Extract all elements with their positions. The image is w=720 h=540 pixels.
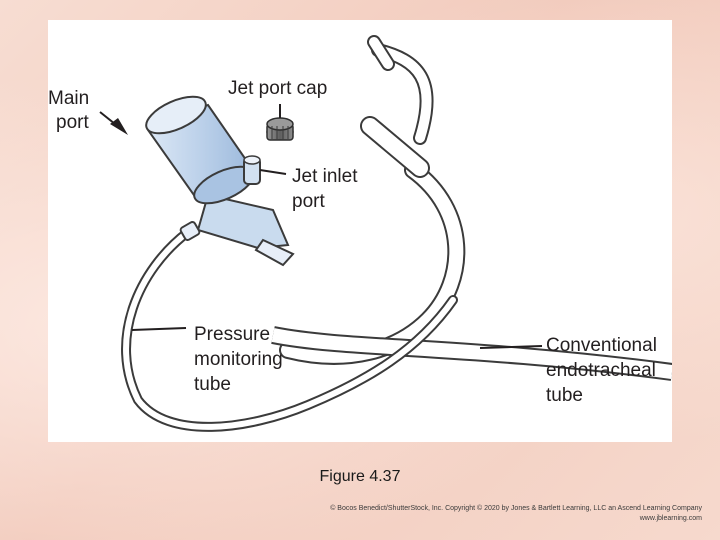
main-port-label-line1: Main (48, 88, 89, 109)
copyright-notice: © Bocos Benedict/ShutterStock, Inc. Copy… (182, 504, 702, 524)
figure-caption: Figure 4.37 (319, 468, 401, 485)
pressure-label-line1: Pressure (194, 324, 270, 345)
jet-inlet-port-label-line1: Jet inlet (292, 166, 358, 187)
jet-adapter (145, 95, 295, 267)
publisher-url: www.jblearning.com (639, 515, 702, 522)
main-port (145, 95, 255, 205)
pressure-leader (131, 327, 187, 331)
jet-line-tube (367, 35, 434, 145)
figure-panel: Main port Jet port cap Jet inlet port Pr… (48, 20, 672, 442)
jet-port-cap-label: Jet port cap (228, 78, 327, 99)
conventional-endotracheal-tube (271, 116, 672, 381)
pressure-label-line2: monitoring (194, 349, 283, 370)
main-port-arrowhead (110, 118, 128, 135)
jet-inlet-port (243, 155, 261, 185)
jet-inlet-leader (259, 169, 287, 175)
jet-port-cap (266, 117, 294, 141)
copyright-line: © Bocos Benedict/ShutterStock, Inc. Copy… (330, 505, 702, 512)
pressure-monitoring-tube (121, 227, 458, 432)
conventional-label-line3: tube (546, 385, 583, 406)
conventional-label-line2: endotracheal (546, 360, 656, 381)
conventional-label-line1: Conventional (546, 335, 657, 356)
endotracheal-tube-diagram: Main port Jet port cap Jet inlet port Pr… (48, 35, 672, 432)
pressure-label-line3: tube (194, 374, 231, 395)
main-port-label-line2: port (56, 112, 89, 133)
jet-inlet-port-label-line2: port (292, 191, 325, 212)
conventional-leader (479, 345, 543, 349)
